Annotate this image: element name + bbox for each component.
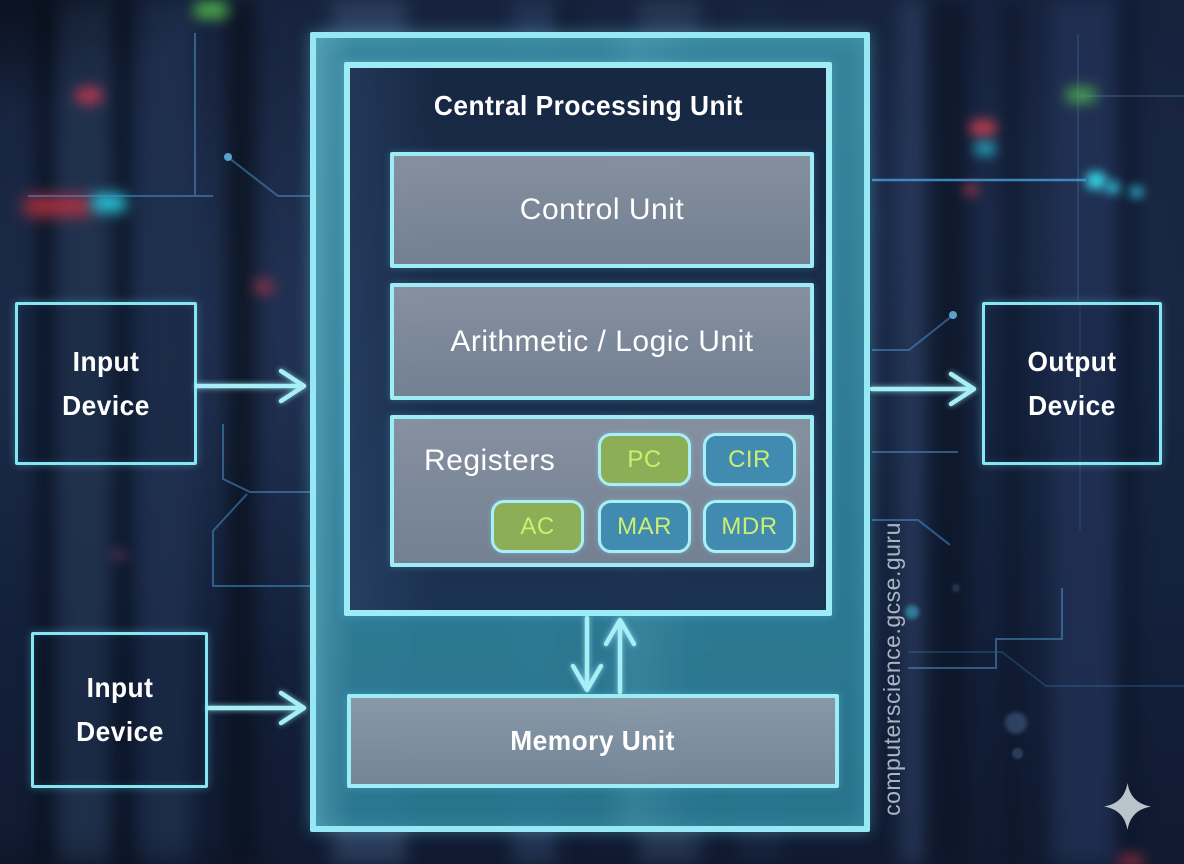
register-chip-mdr: MDR — [703, 500, 796, 553]
registers-box: Registers PC CIR AC MAR MDR — [390, 415, 814, 567]
output-device-box: Output Device — [982, 302, 1162, 465]
memory-unit-label: Memory Unit — [510, 725, 676, 756]
register-chip-label: MDR — [721, 512, 778, 540]
input-device-bottom-box: Input Device — [31, 632, 208, 788]
arrow-cpu-to-memory — [570, 615, 604, 693]
input-device-top-box: Input Device — [15, 302, 197, 465]
register-chip-mar: MAR — [598, 500, 691, 553]
arrow-input-bottom-to-cpu — [206, 690, 307, 726]
registers-label: Registers — [424, 443, 556, 477]
input-device-top-label: Input Device — [62, 345, 150, 421]
control-unit-box: Control Unit — [390, 152, 814, 268]
alu-label: Arithmetic / Logic Unit — [450, 324, 754, 358]
input-device-bottom-label: Input Device — [75, 672, 164, 747]
register-chip-label: PC — [627, 445, 662, 473]
memory-unit-box: Memory Unit — [347, 694, 839, 788]
register-chip-ac: AC — [491, 500, 584, 553]
arrow-input-top-to-cpu — [194, 368, 307, 404]
sparkle-icon — [1104, 783, 1151, 830]
alu-box: Arithmetic / Logic Unit — [390, 283, 814, 400]
register-chip-label: MAR — [617, 512, 672, 540]
cpu-inner-panel: Central Processing Unit Control Unit Ari… — [344, 62, 832, 616]
cpu-title: Central Processing Unit — [433, 90, 743, 121]
arrow-cpu-to-output — [869, 371, 977, 407]
output-device-label: Output Device — [1027, 345, 1117, 421]
arrow-memory-to-cpu — [603, 617, 637, 695]
register-chip-label: CIR — [728, 445, 771, 473]
register-chip-pc: PC — [598, 433, 691, 486]
register-chip-cir: CIR — [703, 433, 796, 486]
control-unit-label: Control Unit — [519, 193, 685, 226]
register-chip-label: AC — [520, 512, 555, 540]
